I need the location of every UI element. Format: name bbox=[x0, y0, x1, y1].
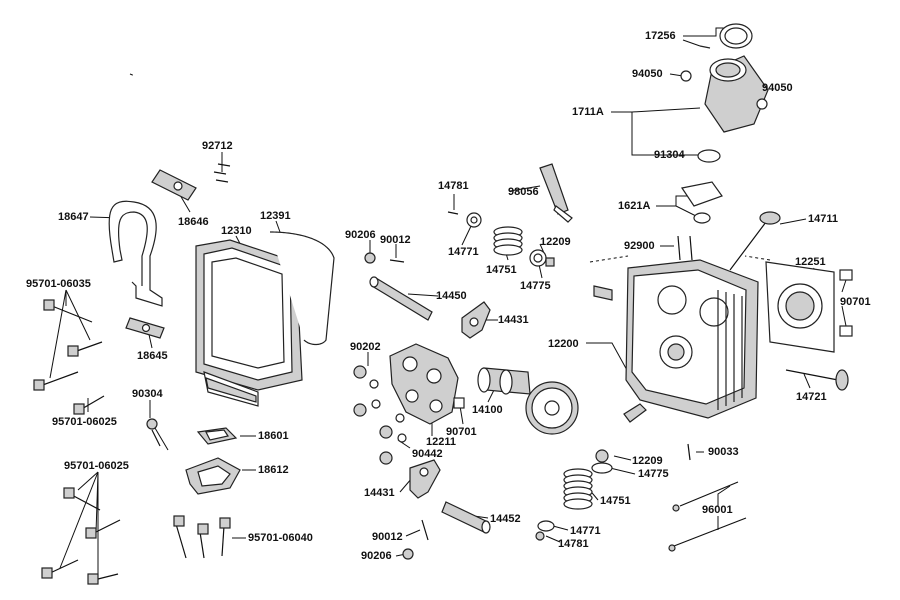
part-label-18601: 18601 bbox=[258, 430, 289, 442]
part-label-12209: 12209 bbox=[540, 236, 571, 248]
part-label-12310: 12310 bbox=[221, 225, 252, 237]
part-label-12209: 12209 bbox=[632, 455, 663, 467]
part-label-18646: 18646 bbox=[178, 216, 209, 228]
part-label-90033: 90033 bbox=[708, 446, 739, 458]
part-label-17256: 17256 bbox=[645, 30, 676, 42]
part-label-18612: 18612 bbox=[258, 464, 289, 476]
part-label-14751: 14751 bbox=[600, 495, 631, 507]
part-label-91304: 91304 bbox=[654, 149, 685, 161]
part-label-18647: 18647 bbox=[58, 211, 89, 223]
part-label-1711a: 1711A bbox=[572, 106, 604, 118]
part-label-95701-06025: 95701-06025 bbox=[64, 460, 129, 472]
part-label-94050: 94050 bbox=[762, 82, 793, 94]
part-label-14781: 14781 bbox=[438, 180, 469, 192]
part-label-90701: 90701 bbox=[840, 296, 871, 308]
head-cover bbox=[195, 231, 335, 407]
part-label-14751: 14751 bbox=[486, 264, 517, 276]
part-label-90012: 90012 bbox=[372, 531, 403, 543]
part-label-12391: 12391 bbox=[260, 210, 291, 222]
part-label-98056: 98056 bbox=[508, 186, 539, 198]
part-label-14450: 14450 bbox=[436, 290, 467, 302]
part-label-90206: 90206 bbox=[345, 229, 376, 241]
cylinder-head bbox=[593, 181, 759, 423]
part-label-14431: 14431 bbox=[364, 487, 395, 499]
part-label-14771: 14771 bbox=[570, 525, 601, 537]
part-label-92900: 92900 bbox=[624, 240, 655, 252]
part-label-90442: 90442 bbox=[412, 448, 443, 460]
part-label-14781: 14781 bbox=[558, 538, 589, 550]
part-label-14452: 14452 bbox=[490, 513, 521, 525]
part-label-92712: 92712 bbox=[202, 140, 233, 152]
part-label-90701: 90701 bbox=[446, 426, 477, 438]
part-label-14775: 14775 bbox=[520, 280, 551, 292]
breather-pipe bbox=[108, 163, 231, 339]
part-label-18645: 18645 bbox=[137, 350, 168, 362]
bolts-left bbox=[33, 299, 161, 585]
part-label-12251: 12251 bbox=[795, 256, 826, 268]
part-label-14711: 14711 bbox=[808, 213, 838, 225]
part-label-14100: 14100 bbox=[472, 404, 503, 416]
part-label-1621a: 1621A bbox=[618, 200, 651, 212]
part-label-96001: 96001 bbox=[702, 504, 733, 516]
part-label-95701-06040: 95701-06040 bbox=[248, 532, 313, 544]
part-label-12200: 12200 bbox=[548, 338, 579, 350]
intake-manifold bbox=[680, 23, 769, 163]
guide-parts bbox=[173, 427, 241, 559]
part-label-90012: 90012 bbox=[380, 234, 411, 246]
part-label-14721: 14721 bbox=[796, 391, 827, 403]
part-label-14771: 14771 bbox=[448, 246, 479, 258]
valvetrain-center bbox=[353, 163, 579, 560]
part-label-14431: 14431 bbox=[498, 314, 529, 326]
part-label-12211: 12211 bbox=[426, 436, 456, 448]
part-label-90304: 90304 bbox=[132, 388, 163, 400]
part-label-90206: 90206 bbox=[361, 550, 392, 562]
part-label-90202: 90202 bbox=[350, 341, 381, 353]
valves-gasket bbox=[535, 211, 853, 552]
part-label-95701-06025: 95701-06025 bbox=[52, 416, 117, 428]
part-label-94050: 94050 bbox=[632, 68, 663, 80]
part-label-14775: 14775 bbox=[638, 468, 669, 480]
part-label-95701-06035: 95701-06035 bbox=[26, 278, 91, 290]
